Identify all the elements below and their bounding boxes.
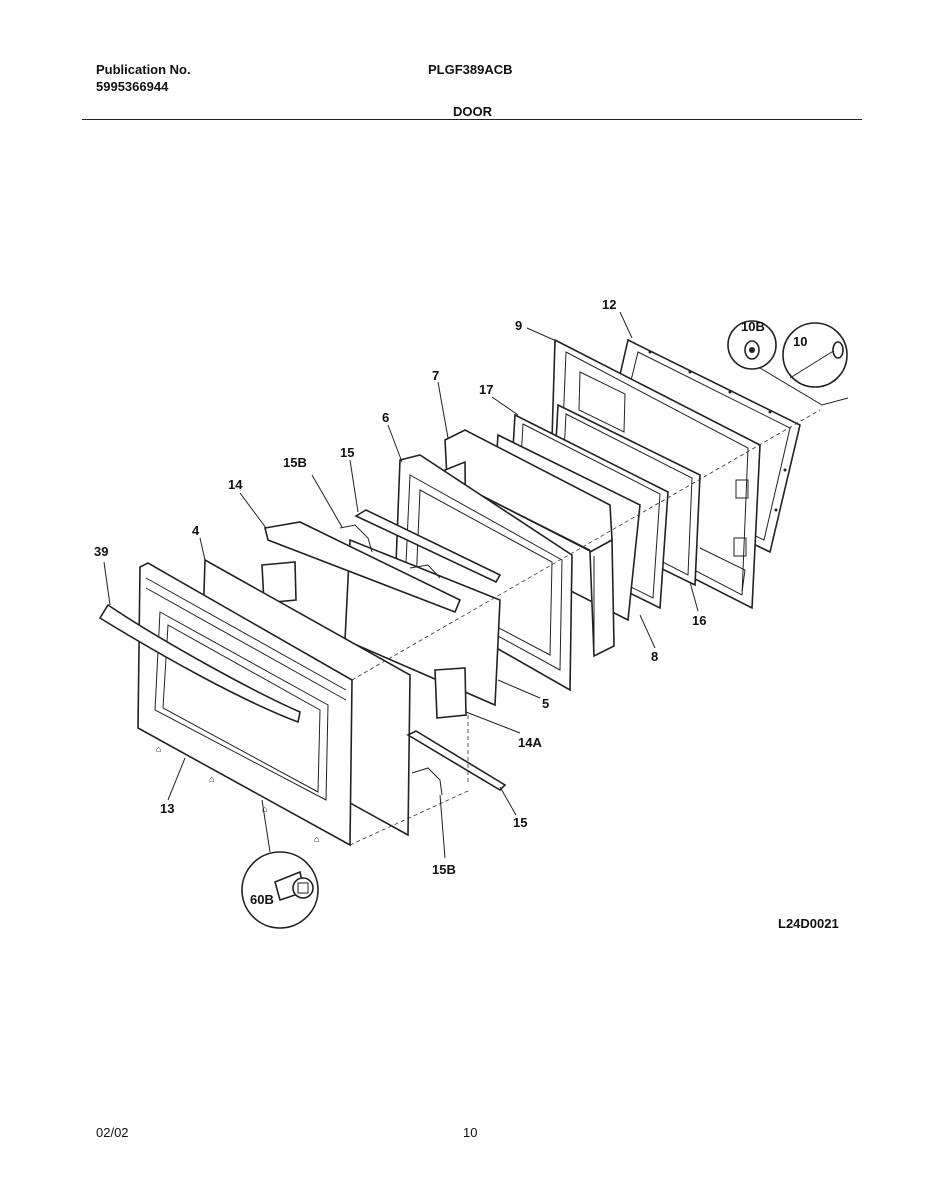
model-number: PLGF389ACB (428, 62, 513, 77)
part-15-top-channel (354, 509, 502, 584)
callout-60B: 60B (250, 892, 274, 907)
callout-10: 10 (793, 334, 807, 349)
callout-10B: 10B (741, 319, 765, 334)
callout-15-bottom: 15 (513, 815, 527, 830)
callout-15B-bottom: 15B (432, 862, 456, 877)
callout-12: 12 (602, 297, 616, 312)
svg-text:⌂: ⌂ (156, 744, 161, 754)
part-13-outer-door (137, 562, 353, 847)
publication-number: 5995366944 (96, 79, 169, 94)
callout-15B-top: 15B (283, 455, 307, 470)
callout-14A: 14A (518, 735, 542, 750)
callout-8: 8 (651, 649, 658, 664)
callout-17: 17 (479, 382, 493, 397)
callout-4: 4 (192, 523, 200, 538)
drawing-code: L24D0021 (778, 916, 839, 931)
page-number: 10 (463, 1125, 478, 1140)
svg-text:⌂: ⌂ (262, 804, 267, 814)
section-title: DOOR (453, 104, 492, 119)
footer-date: 02/02 (96, 1125, 129, 1140)
publication-label: Publication No. (96, 62, 191, 77)
callout-7: 7 (432, 368, 439, 383)
callout-6: 6 (382, 410, 389, 425)
detail-10B-washer (727, 320, 777, 370)
detail-10-screw (759, 322, 849, 406)
part-39-handle (98, 603, 301, 724)
callout-13: 13 (160, 801, 174, 816)
detail-60B-screw (241, 799, 319, 929)
callout-leaders (103, 311, 699, 859)
callout-5: 5 (542, 696, 549, 711)
door-screws: ⌂ ⌂ ⌂ ⌂ (156, 744, 319, 844)
callout-9: 9 (515, 318, 522, 333)
callout-16: 16 (692, 613, 706, 628)
assembly-guide-lines (349, 409, 821, 846)
part-14-insulation-sheet (261, 521, 467, 719)
svg-text:⌂: ⌂ (209, 774, 214, 784)
part-15B-clips (339, 524, 443, 796)
header-rule (82, 119, 862, 120)
callout-14: 14 (228, 477, 243, 492)
callout-39: 39 (94, 544, 108, 559)
part-15-bottom-channel (406, 730, 507, 792)
svg-text:⌂: ⌂ (314, 834, 319, 844)
callout-15-top: 15 (340, 445, 354, 460)
